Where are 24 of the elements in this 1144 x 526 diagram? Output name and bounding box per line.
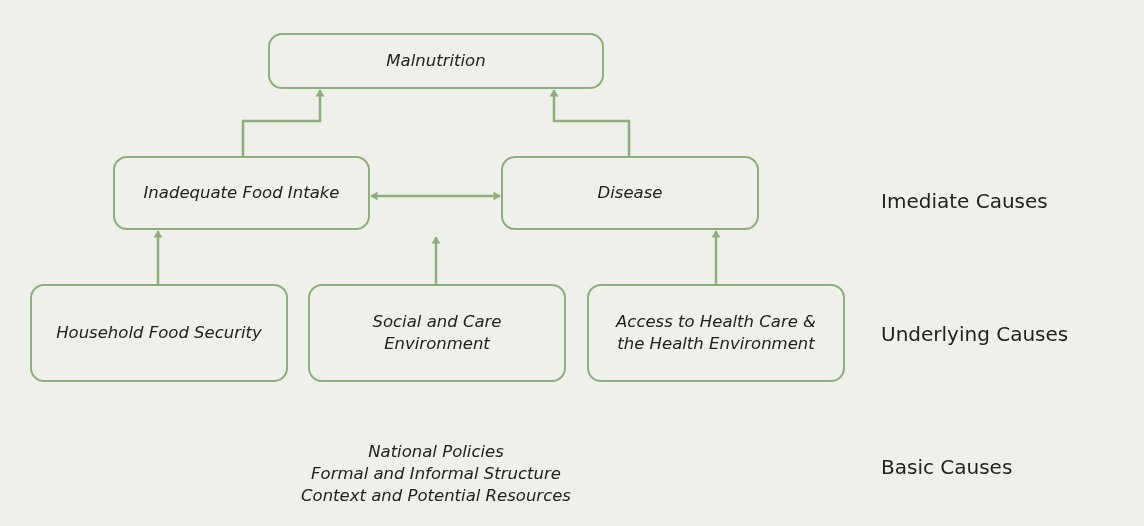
cause-box (501, 156, 759, 230)
level-label: Imediate Causes (881, 189, 1048, 213)
cause-box (268, 33, 604, 89)
arrow (431, 236, 441, 284)
cause-text: Formal and Informal Structure (311, 464, 561, 483)
level-label: Underlying Causes (881, 322, 1069, 346)
cause-box (587, 284, 845, 382)
arrow (711, 230, 721, 284)
arrow (370, 191, 501, 201)
box-label: Malnutrition (386, 49, 486, 72)
cause-text: Context and Potential Resources (301, 486, 571, 505)
box-label: Access to Health Care & the Health Environment (614, 310, 817, 355)
box-label: Household Food Security (56, 321, 262, 344)
cause-box (113, 156, 370, 230)
arrow (153, 230, 163, 284)
arrow (241, 89, 325, 156)
cause-text: National Policies (368, 442, 504, 461)
box-label: Inadequate Food Intake (143, 181, 340, 204)
box-label: Social and Care Environment (371, 310, 503, 355)
arrow (549, 89, 631, 156)
cause-box (30, 284, 288, 382)
cause-box (308, 284, 566, 382)
box-label: Disease (597, 181, 663, 204)
level-label: Basic Causes (881, 455, 1013, 479)
